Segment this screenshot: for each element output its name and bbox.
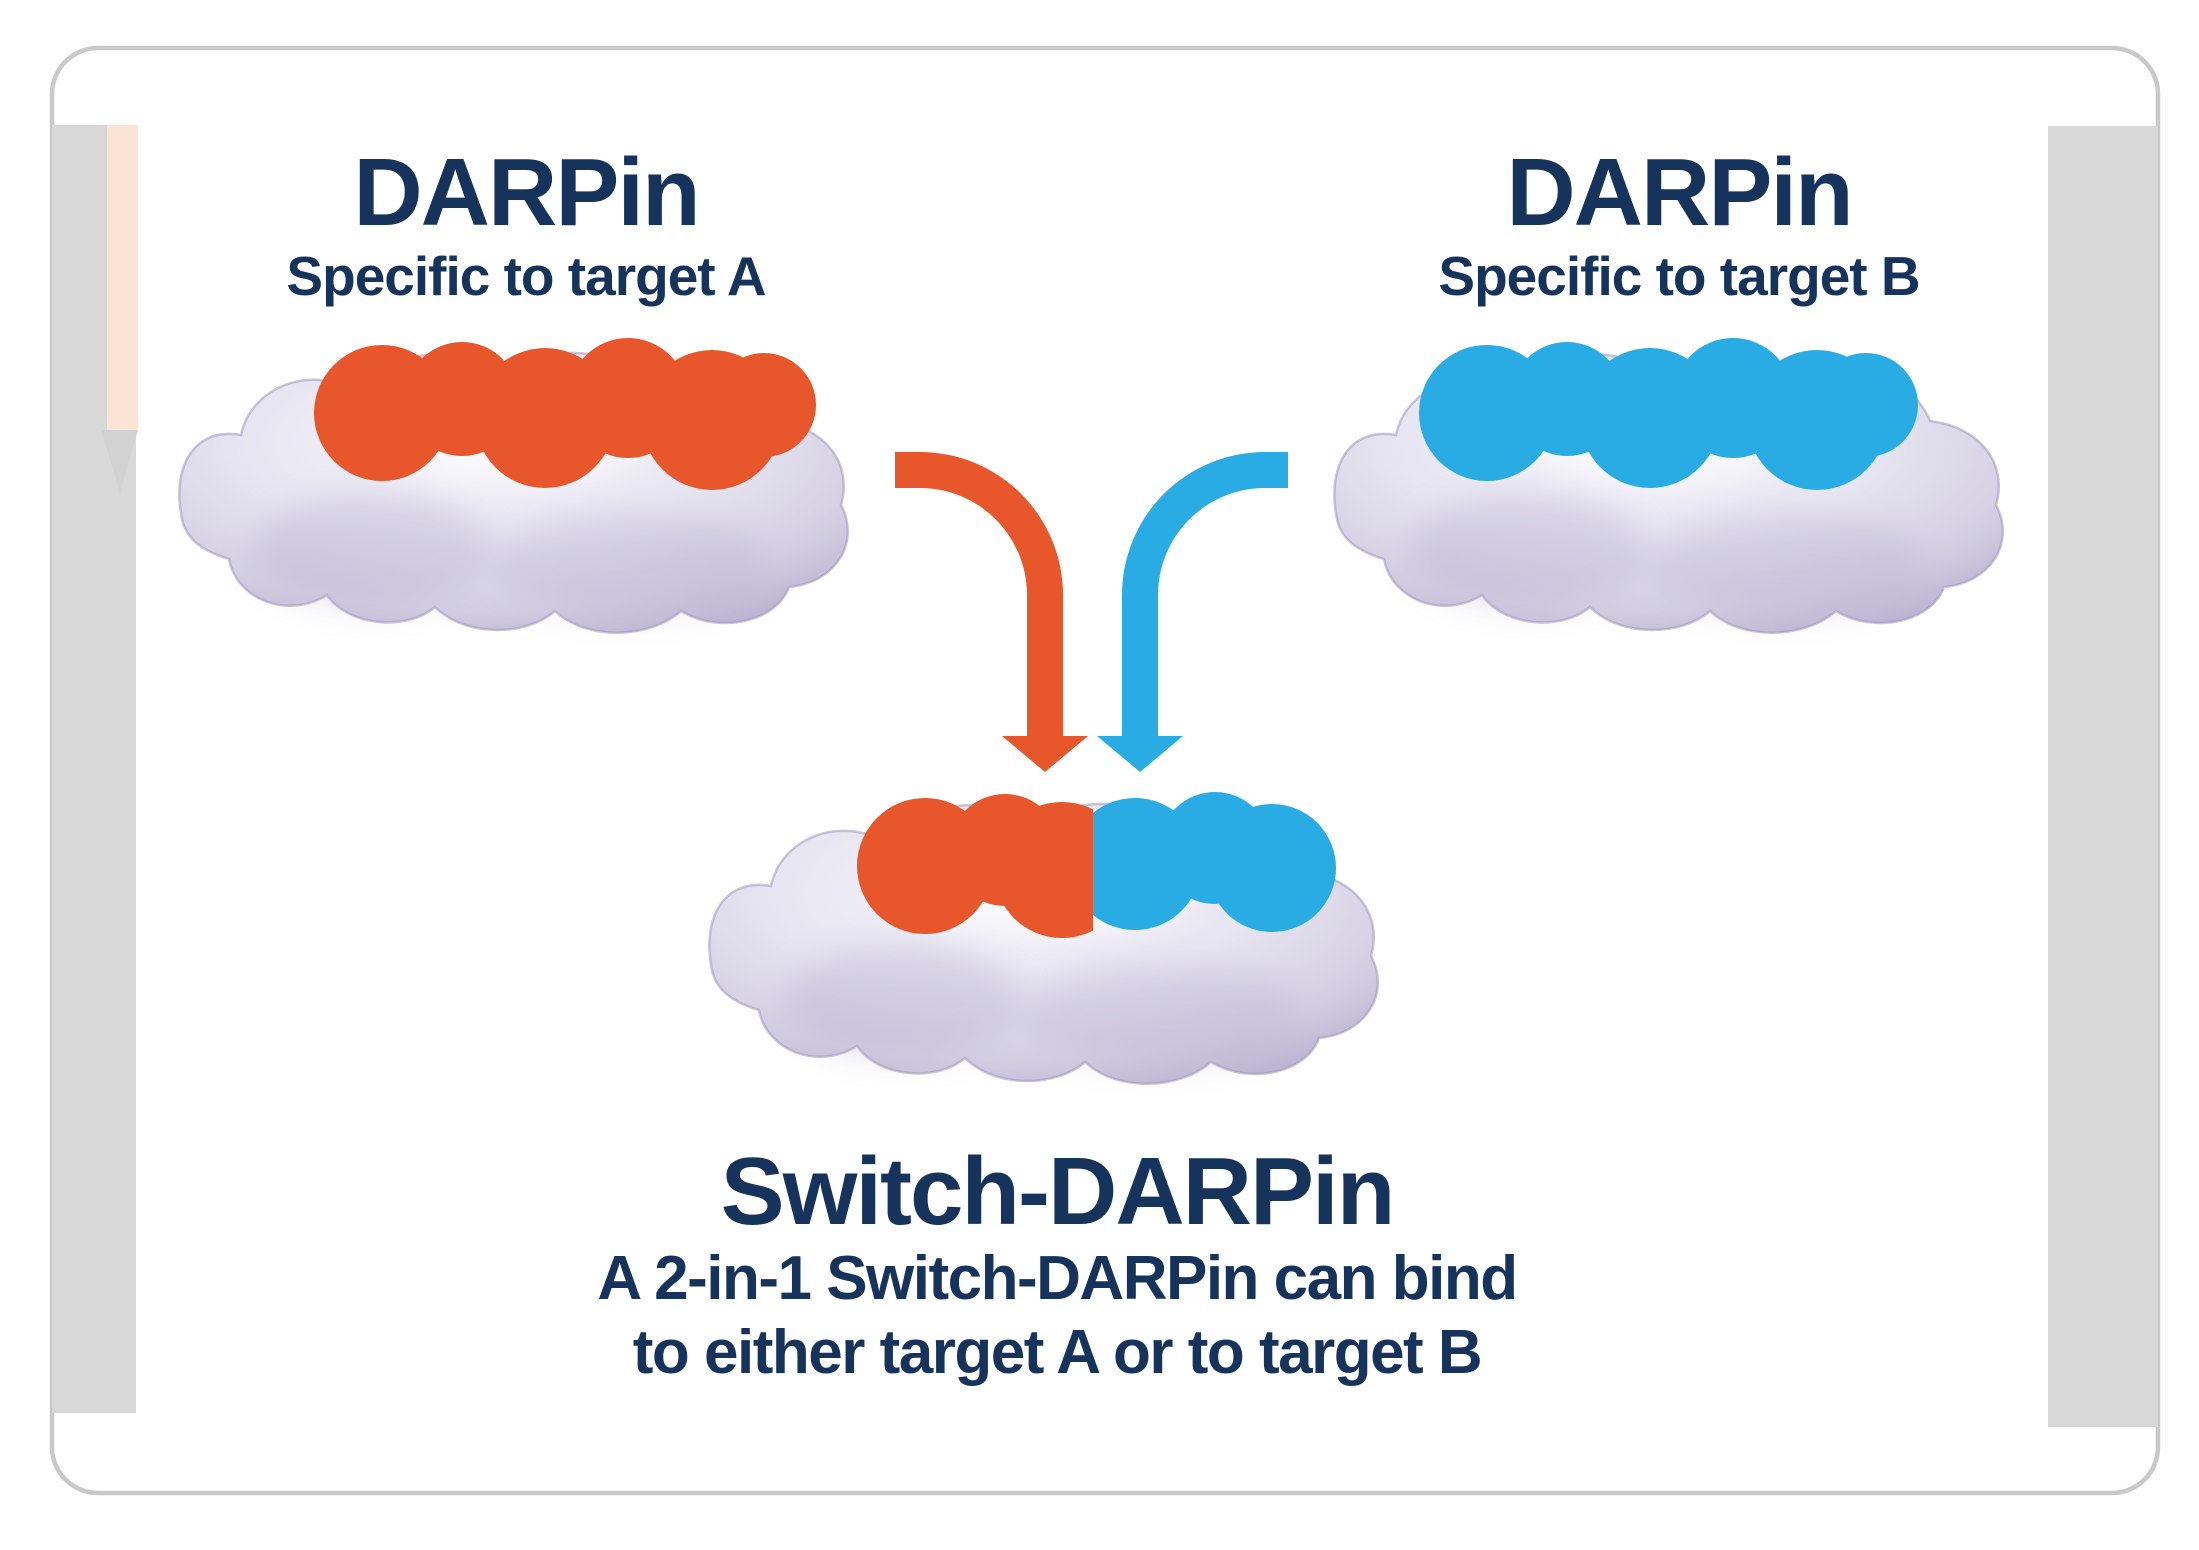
darpin-b-subtitle: Specific to target B [1438, 245, 1920, 307]
merge-arrow-a-icon [895, 452, 1088, 772]
left-strip-wedge [101, 430, 138, 492]
switch-domain-b-half [1093, 792, 1336, 932]
darpin-a-subtitle: Specific to target A [286, 245, 766, 307]
switch-darpin-desc-line-1: A 2-in-1 Switch-DARPin can bind [597, 1244, 1518, 1313]
switch-darpin-label-block: Switch-DARPin A 2-in-1 Switch-DARPin can… [597, 1138, 1518, 1390]
switch-darpin-desc-line-2: to either target A or to target B [632, 1318, 1483, 1387]
darpin-a-label-block: DARPin Specific to target A [286, 139, 766, 308]
binding-domain-a-band [314, 338, 816, 490]
darpin-a-title: DARPin [353, 139, 700, 246]
right-scroll-gutter [2048, 126, 2158, 1427]
protein-b-surface-icon [1334, 338, 2002, 633]
protein-a-surface-icon [179, 338, 847, 633]
darpin-b-label-block: DARPin Specific to target B [1438, 139, 1920, 308]
darpin-b-title: DARPin [1506, 139, 1853, 246]
left-peach-strip [107, 125, 138, 430]
binding-domain-b-band [1419, 338, 1918, 490]
switch-darpin-title: Switch-DARPin [720, 1138, 1396, 1245]
merge-arrow-b-icon [1097, 452, 1288, 772]
switch-domain-a-half [857, 794, 1093, 938]
switch-darpin-surface-icon [709, 792, 1377, 1084]
